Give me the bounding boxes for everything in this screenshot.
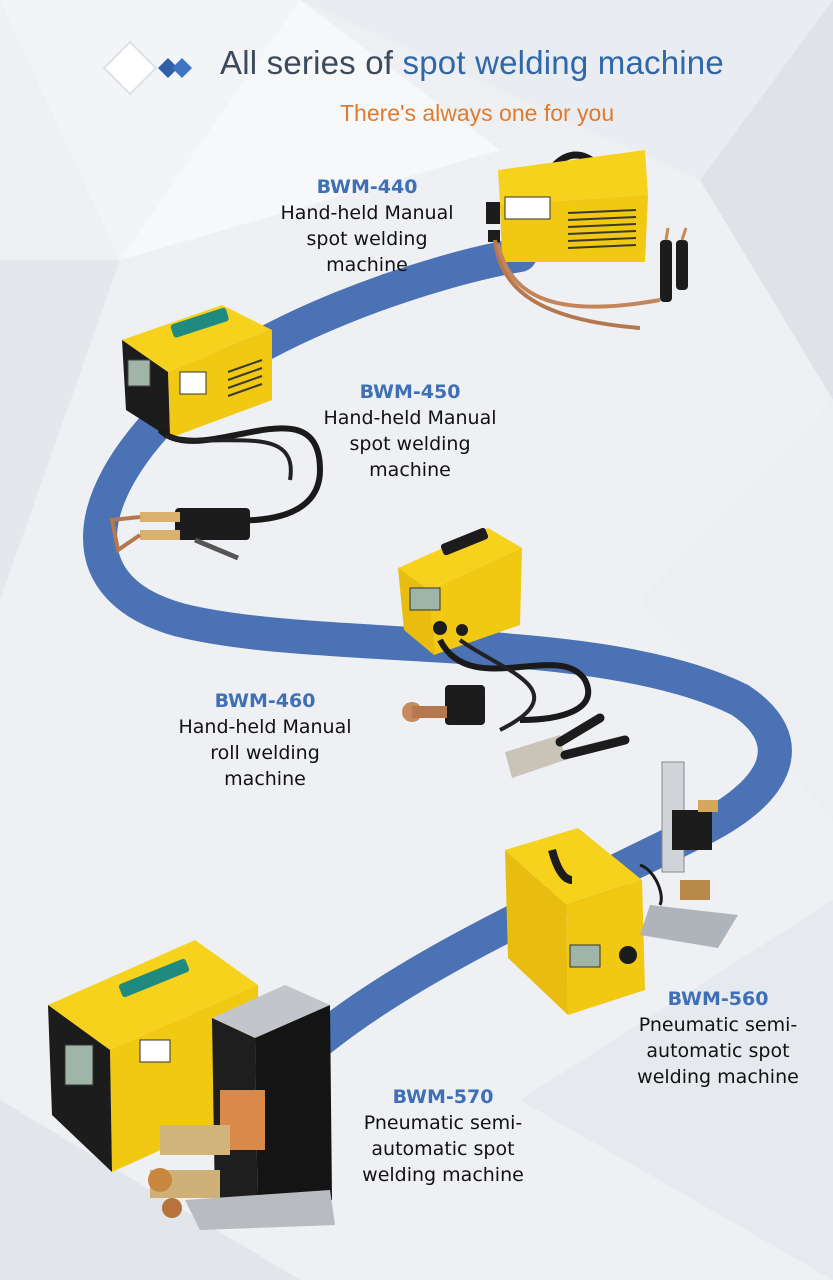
product-code: BWM-570 [392,1086,494,1108]
page-title: All series of spot welding machine [220,44,724,82]
machine-bwm-560 [505,761,738,1015]
product-description: Hand-held Manual spot welding machine [280,202,454,276]
machine-bwm-460 [398,527,630,778]
page-title-highlight: spot welding machine [402,44,724,81]
product-code: BWM-450 [359,381,461,403]
product-code: BWM-440 [316,176,418,198]
product-label-bwm-560: BWM-560 Pneumatic semi- automatic spot w… [618,986,818,1090]
machine-bwm-440 [486,150,688,330]
product-description: Hand-held Manual roll welding machine [178,716,352,790]
product-code: BWM-460 [214,690,316,712]
machine-bwm-450 [109,305,324,561]
product-label-bwm-440: BWM-440 Hand-held Manual spot welding ma… [262,174,472,278]
product-description: Pneumatic semi- automatic spot welding m… [637,1014,799,1088]
product-description: Hand-held Manual spot welding machine [323,407,497,481]
product-description: Pneumatic semi- automatic spot welding m… [362,1112,524,1186]
page-title-prefix: All series of [220,44,403,81]
page-subtitle: There's always one for you [340,100,615,126]
product-label-bwm-450: BWM-450 Hand-held Manual spot welding ma… [305,379,515,483]
machine-bwm-570 [48,940,335,1230]
product-code: BWM-560 [667,988,769,1010]
product-label-bwm-460: BWM-460 Hand-held Manual roll welding ma… [160,688,370,792]
product-label-bwm-570: BWM-570 Pneumatic semi- automatic spot w… [343,1084,543,1188]
header-ornament [102,40,192,96]
